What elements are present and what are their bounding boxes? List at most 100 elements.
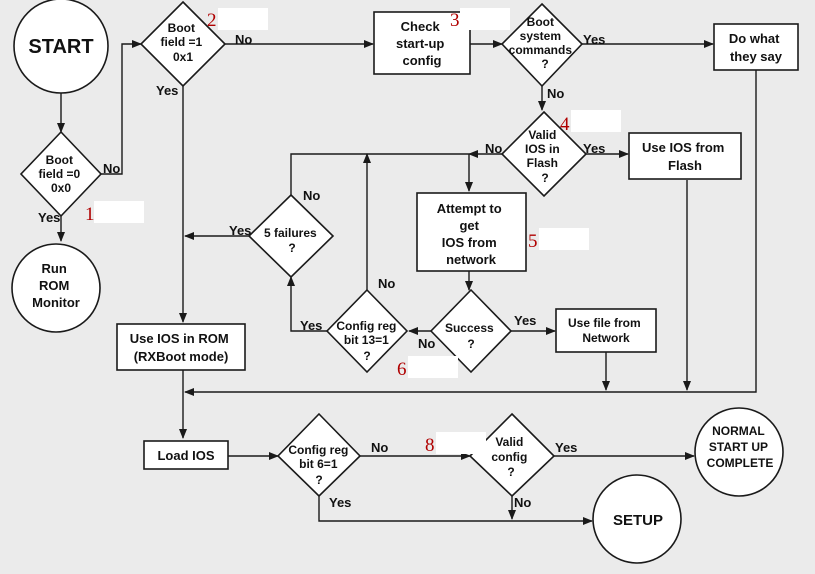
edge-boot1-no: No [235, 32, 252, 47]
step-number-5: 5 [528, 231, 538, 252]
rom-monitor-line2: ROM [39, 278, 69, 293]
success-decision: Success ? [429, 288, 513, 374]
check-config-line3: config [403, 53, 442, 68]
valid-flash-line4: ? [541, 171, 548, 185]
svg-text:Do what they say: Do what they say [729, 31, 783, 64]
do-what-line2: they say [730, 49, 783, 64]
boot-commands-decision: Boot system commands ? [500, 2, 584, 88]
svg-text:Boot field =0 0x0: Boot field =0 0x0 [38, 153, 83, 195]
boot0-line2: field =0 [38, 167, 80, 181]
boot-field-0-decision: Boot field =0 0x0 [19, 130, 103, 218]
edge-boot0-no: No [103, 161, 120, 176]
edge-config13-no: No [378, 276, 395, 291]
step-number-4: 4 [560, 114, 570, 135]
use-network-box: Use file from Network [555, 308, 657, 353]
normal-startup-node: NORMAL START UP COMPLETE [694, 407, 784, 497]
svg-text:Valid IOS in Flash: Valid IOS in Flash ? [525, 128, 563, 185]
config6-line3: ? [315, 473, 322, 487]
boot1-line1: Boot [168, 21, 195, 35]
edge-failures-no: No [303, 188, 320, 203]
success-line1: Success [445, 321, 494, 335]
svg-text:5 failures ?: 5 failures ? [264, 226, 320, 255]
valid-config-line3: ? [507, 465, 514, 479]
step-number-3: 3 [450, 10, 460, 31]
rom-monitor-node: Run ROM Monitor [11, 243, 101, 333]
attempt-line2: get [459, 218, 479, 233]
arrow-boot0-to-boot1 [101, 40, 142, 175]
valid-flash-line2: IOS in [525, 142, 560, 156]
valid-config-decision: Valid config ? [468, 412, 556, 498]
setup-label: SETUP [613, 512, 663, 529]
edge-labels: No Yes No Yes Yes No Yes No Yes No Yes N… [38, 32, 605, 510]
boot0-line1: Boot [46, 153, 73, 167]
valid-config-line1: Valid [495, 435, 523, 449]
edge-config6-no: No [371, 440, 388, 455]
svg-text:Run ROM Monitor: Run ROM Monitor [32, 261, 80, 310]
check-config-line2: start-up [396, 36, 444, 51]
config13-line1: Config reg [336, 319, 396, 333]
load-ios-box: Load IOS [143, 440, 229, 470]
svg-text:Boot system comman: Boot system commands ? [509, 15, 576, 71]
config-bit6-decision: Config reg bit 6=1 ? [276, 412, 362, 498]
use-flash-box: Use IOS from Flash [628, 132, 742, 180]
boot1-line3: 0x1 [173, 50, 193, 64]
svg-text:Config reg bit 13=1: Config reg bit 13=1 ? [336, 319, 399, 363]
step-numbers: 1 2 3 4 5 6 8 [85, 8, 621, 456]
step-number-8: 8 [425, 435, 435, 456]
do-what-they-say-box: Do what they say [713, 23, 799, 71]
edge-boot1-yes: Yes [156, 83, 178, 98]
ios-rom-line2: (RXBoot mode) [134, 349, 229, 364]
svg-text:Config reg bit 6=1: Config reg bit 6=1 ? [288, 443, 351, 487]
edge-flash-no: No [485, 141, 502, 156]
boot-field-1-decision: Boot field =1 0x1 [139, 0, 227, 88]
ios-rom-line1: Use IOS in ROM [130, 331, 229, 346]
line-failures-no-loop [290, 153, 469, 195]
boot0-line3: 0x0 [51, 181, 71, 195]
rom-monitor-line3: Monitor [32, 295, 80, 310]
five-failures-decision: 5 failures ? [247, 193, 335, 279]
do-what-line1: Do what [729, 31, 780, 46]
svg-text:Use IOS from Flash: Use IOS from Flash [642, 140, 728, 173]
start-node: START [13, 0, 109, 94]
connectors [57, 40, 757, 525]
svg-text:Success ?: Success ? [445, 321, 497, 351]
failures-line2: ? [288, 241, 295, 255]
edge-validconfig-yes: Yes [555, 440, 577, 455]
config13-line3: ? [363, 349, 370, 363]
step-number-1: 1 [85, 204, 95, 225]
check-config-line1: Check [401, 19, 441, 34]
attempt-line1: Attempt to [437, 201, 502, 216]
edge-validconfig-no: No [514, 495, 531, 510]
boot1-line2: field =1 [160, 35, 202, 49]
svg-text:Boot field =1 0x1: Boot field =1 0x1 [160, 21, 205, 64]
edge-boot0-yes: Yes [38, 210, 60, 225]
valid-flash-decision: Valid IOS in Flash ? [500, 110, 588, 198]
success-line2: ? [467, 337, 474, 351]
boot-cmds-line2: system [520, 29, 561, 43]
svg-text:Use file from Network: Use file from Network [568, 316, 644, 345]
svg-text:Attempt to get IOS: Attempt to get IOS from network [437, 201, 506, 267]
normal-line1: NORMAL [712, 424, 764, 438]
edge-success-no: No [418, 336, 435, 351]
setup-node: SETUP [592, 474, 682, 564]
arrow-config6-yes [318, 496, 593, 525]
arrow-do-what-return [184, 70, 757, 396]
check-config-box: Check start-up config [373, 11, 471, 75]
normal-line2: START UP [709, 440, 768, 454]
edge-config6-yes: Yes [329, 495, 351, 510]
attempt-line4: network [446, 252, 497, 267]
edge-config13-yes: Yes [300, 318, 322, 333]
svg-text:Valid config ?: Valid config ? [491, 435, 530, 479]
boot-cmds-line1: Boot [527, 15, 554, 29]
config13-line2: bit 13=1 [344, 333, 389, 347]
normal-line3: COMPLETE [707, 456, 774, 470]
config-bit13-decision: Config reg bit 13=1 ? [325, 288, 409, 374]
use-flash-line2: Flash [668, 158, 702, 173]
use-network-line1: Use file from [568, 316, 641, 330]
boot-cmds-line4: ? [541, 57, 548, 71]
edge-bootcmds-yes: Yes [583, 32, 605, 47]
boot-cmds-line3: commands [509, 43, 573, 57]
use-flash-line1: Use IOS from [642, 140, 724, 155]
rom-monitor-line1: Run [42, 261, 67, 276]
step-number-6: 6 [397, 359, 407, 380]
